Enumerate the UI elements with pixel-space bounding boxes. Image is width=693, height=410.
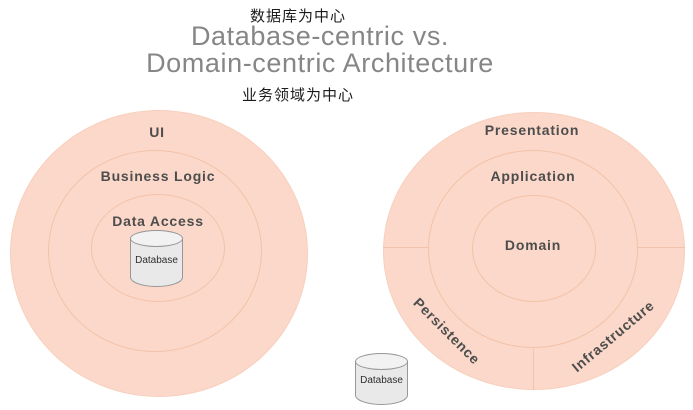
ring-label-business-logic: Business Logic [100,168,216,184]
segment-divider-right [637,247,685,248]
ring-application [428,150,638,348]
ring-label-data-access: Data Access [112,213,204,229]
title-chinese-database-centric: 数据库为中心 [249,8,346,25]
database-label: Database [135,254,178,266]
database-cylinder-top [130,230,183,247]
database-cylinder-icon: Database [130,230,183,287]
database-cylinder-top [355,353,408,370]
external-database-cylinder-icon: Database [355,353,408,405]
title-line-1: Database-centric vs. [190,21,450,51]
title-chinese-domain-centric: 业务领域为中心 [241,87,354,104]
database-label: Database [360,375,403,386]
ring-label-presentation: Presentation [484,122,580,138]
ring-business-logic [48,150,262,352]
ring-label-application: Application [490,168,576,184]
title-line-2: Domain-centric Architecture [146,48,494,78]
ring-label-ui: UI [149,124,165,140]
ring-label-domain: Domain [504,237,562,253]
segment-divider-bottom [533,349,534,390]
ring-domain [472,195,596,302]
segment-divider-left [383,247,429,248]
ring-data-access [91,194,225,302]
